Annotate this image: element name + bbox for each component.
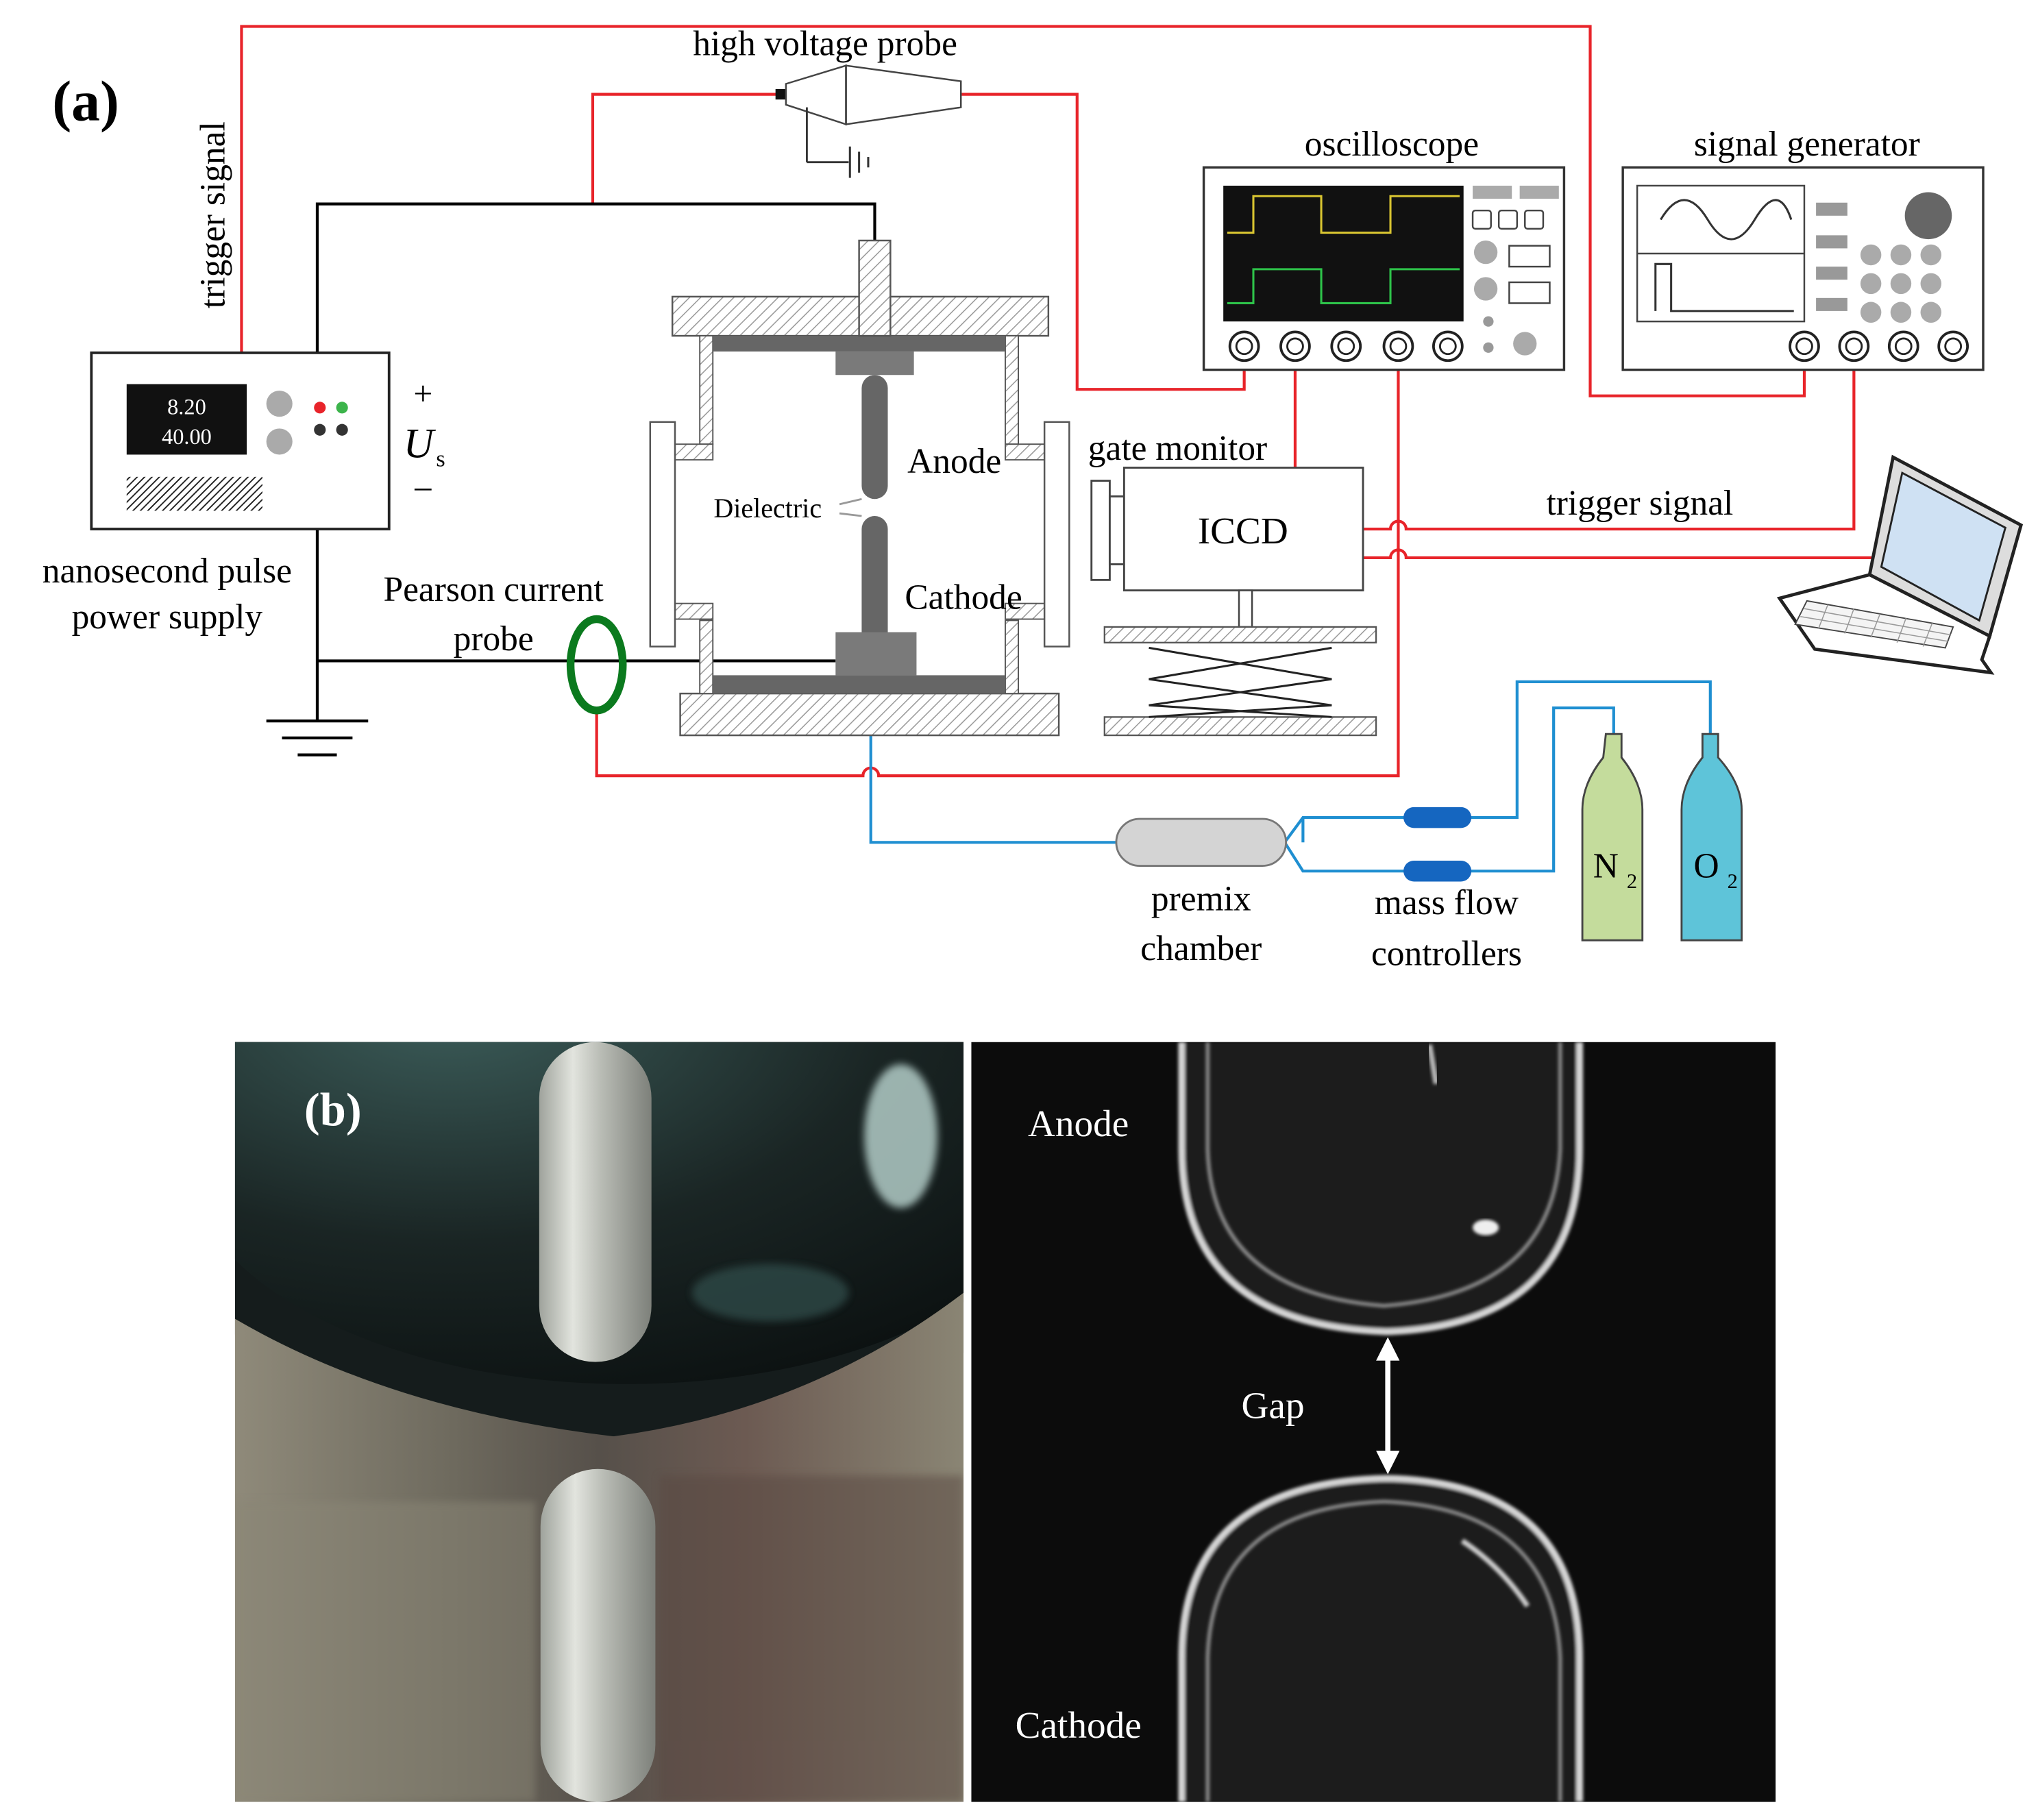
panel-b-label: (b)	[304, 1084, 362, 1136]
signal-generator-label: signal generator	[1694, 125, 1920, 164]
panel-a-label: (a)	[52, 70, 119, 134]
pearson-label-line1: Pearson current	[383, 570, 603, 609]
iccd-camera	[1090, 467, 1377, 737]
cathode-label-b: Cathode	[1016, 1704, 1142, 1746]
n2-subscript: 2	[1627, 870, 1637, 893]
gap-arrow-icon	[1376, 1337, 1400, 1475]
minus-sign: −	[413, 469, 433, 510]
mfc-label-line2: controllers	[1371, 934, 1522, 973]
oscilloscope-screen	[1223, 185, 1464, 322]
photo-right: Anode Gap Cathode	[971, 1042, 1776, 1802]
us-subscript: s	[436, 446, 445, 472]
power-supply-label-line1: nanosecond pulse	[42, 552, 292, 591]
red-indicator-icon	[314, 402, 326, 414]
pearson-label-line2: probe	[454, 619, 534, 659]
power-supply-label-line2: power supply	[72, 598, 263, 637]
power-supply-knob	[266, 428, 293, 455]
right-window	[1043, 421, 1070, 648]
o2-bottle-icon	[1680, 733, 1743, 942]
premix-chamber	[1115, 817, 1288, 868]
laptop-icon	[1776, 454, 2024, 675]
us-label: U	[404, 421, 437, 467]
oscilloscope-label: oscilloscope	[1305, 125, 1479, 164]
cathode-label-a: Cathode	[905, 578, 1022, 617]
display-line-2: 40.00	[162, 425, 212, 450]
power-supply-knob	[266, 391, 293, 417]
premix-label-line1: premix	[1151, 879, 1251, 918]
anode-label-b: Anode	[1028, 1103, 1129, 1144]
panel-b: (b) Anode Gap Cathode	[234, 1042, 1776, 1802]
anode-electrode	[861, 375, 888, 500]
dielectric-label: Dielectric	[713, 493, 822, 524]
premix-label-line2: chamber	[1140, 929, 1262, 968]
o2-label: O	[1694, 847, 1719, 886]
n2-bottle-icon	[1581, 733, 1644, 942]
anode-label-a: Anode	[907, 442, 1001, 481]
plus-sign: +	[413, 375, 432, 413]
n2-label: N	[1593, 847, 1619, 886]
electrode-glow	[1178, 1042, 1584, 1802]
trigger-signal-horizontal-label: trigger signal	[1546, 484, 1733, 523]
photo-left: (b)	[234, 1042, 964, 1802]
gate-monitor-label: gate monitor	[1088, 429, 1267, 468]
left-window	[649, 421, 676, 648]
cathode-electrode	[861, 515, 888, 667]
pearson-current-probe-icon	[566, 615, 627, 715]
vent-grille	[126, 476, 262, 511]
mass-flow-controller	[1403, 860, 1472, 882]
oscilloscope	[1202, 166, 1566, 371]
high-voltage-probe	[775, 64, 962, 178]
iccd-label: ICCD	[1198, 510, 1288, 552]
mfc-label-line1: mass flow	[1375, 883, 1519, 922]
green-indicator-icon	[336, 402, 348, 414]
gas-lines	[869, 680, 1712, 873]
o2-subscript: 2	[1728, 870, 1738, 893]
anode-rod-photo	[539, 1042, 652, 1362]
signal-generator	[1621, 166, 1985, 371]
mass-flow-controller	[1403, 807, 1472, 828]
panel-a: (a)	[42, 24, 2024, 973]
high-voltage-probe-label: high voltage probe	[693, 24, 957, 63]
discharge-chamber	[649, 239, 1070, 737]
gap-label: Gap	[1242, 1384, 1305, 1426]
power-supply: 8.20 40.00	[90, 351, 391, 530]
power-supply-display	[126, 384, 247, 455]
power-wires	[266, 202, 876, 757]
display-line-1: 8.20	[167, 395, 206, 419]
cathode-rod-photo	[540, 1468, 656, 1802]
trigger-signal-vertical-label: trigger signal	[194, 121, 233, 308]
